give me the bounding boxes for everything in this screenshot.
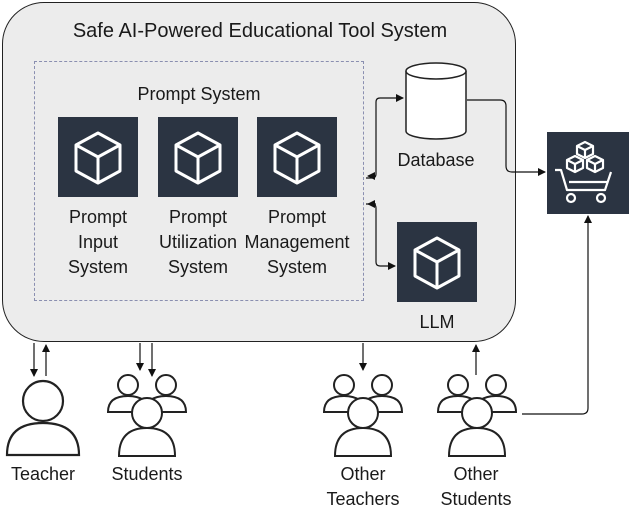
person-icon [3, 377, 83, 457]
prompt-utilization-system-label: Prompt Utilization System [148, 205, 248, 280]
database-cylinder-icon [405, 62, 467, 140]
cart-blocks-icon [547, 132, 629, 214]
label-line: Other [453, 464, 499, 484]
label-line: Other [340, 464, 386, 484]
cube-icon [397, 222, 477, 302]
students-label: Students [111, 464, 183, 484]
cube-icon [257, 117, 337, 197]
label-line: Input [77, 232, 119, 252]
prompt-system-box [34, 61, 364, 301]
group-icon [106, 372, 188, 458]
teacher-label: Teacher [10, 464, 76, 484]
label-line: System [266, 257, 327, 277]
prompt-management-system-label: Prompt Management System [242, 205, 352, 280]
label-line: Students [440, 489, 512, 509]
label-line: Prompt [68, 207, 128, 227]
other-teachers-label: Other Teachers [313, 462, 413, 512]
prompt-system-title: Prompt System [137, 84, 261, 104]
label-line: Utilization [158, 232, 238, 252]
system-title: Safe AI-Powered Educational Tool System [72, 20, 448, 42]
label-line: Prompt [267, 207, 327, 227]
label-line: System [167, 257, 228, 277]
label-line: Management [244, 232, 350, 252]
prompt-input-system-label: Prompt Input System [48, 205, 148, 280]
label-line: Teachers [326, 489, 400, 509]
other-students-label: Other Students [426, 462, 526, 512]
llm-label: LLM [419, 312, 455, 332]
database-label: Database [397, 150, 475, 170]
label-line: System [67, 257, 128, 277]
group-icon [436, 372, 518, 458]
cube-icon [58, 117, 138, 197]
label-line: Prompt [168, 207, 228, 227]
cube-icon [158, 117, 238, 197]
group-icon [322, 372, 404, 458]
